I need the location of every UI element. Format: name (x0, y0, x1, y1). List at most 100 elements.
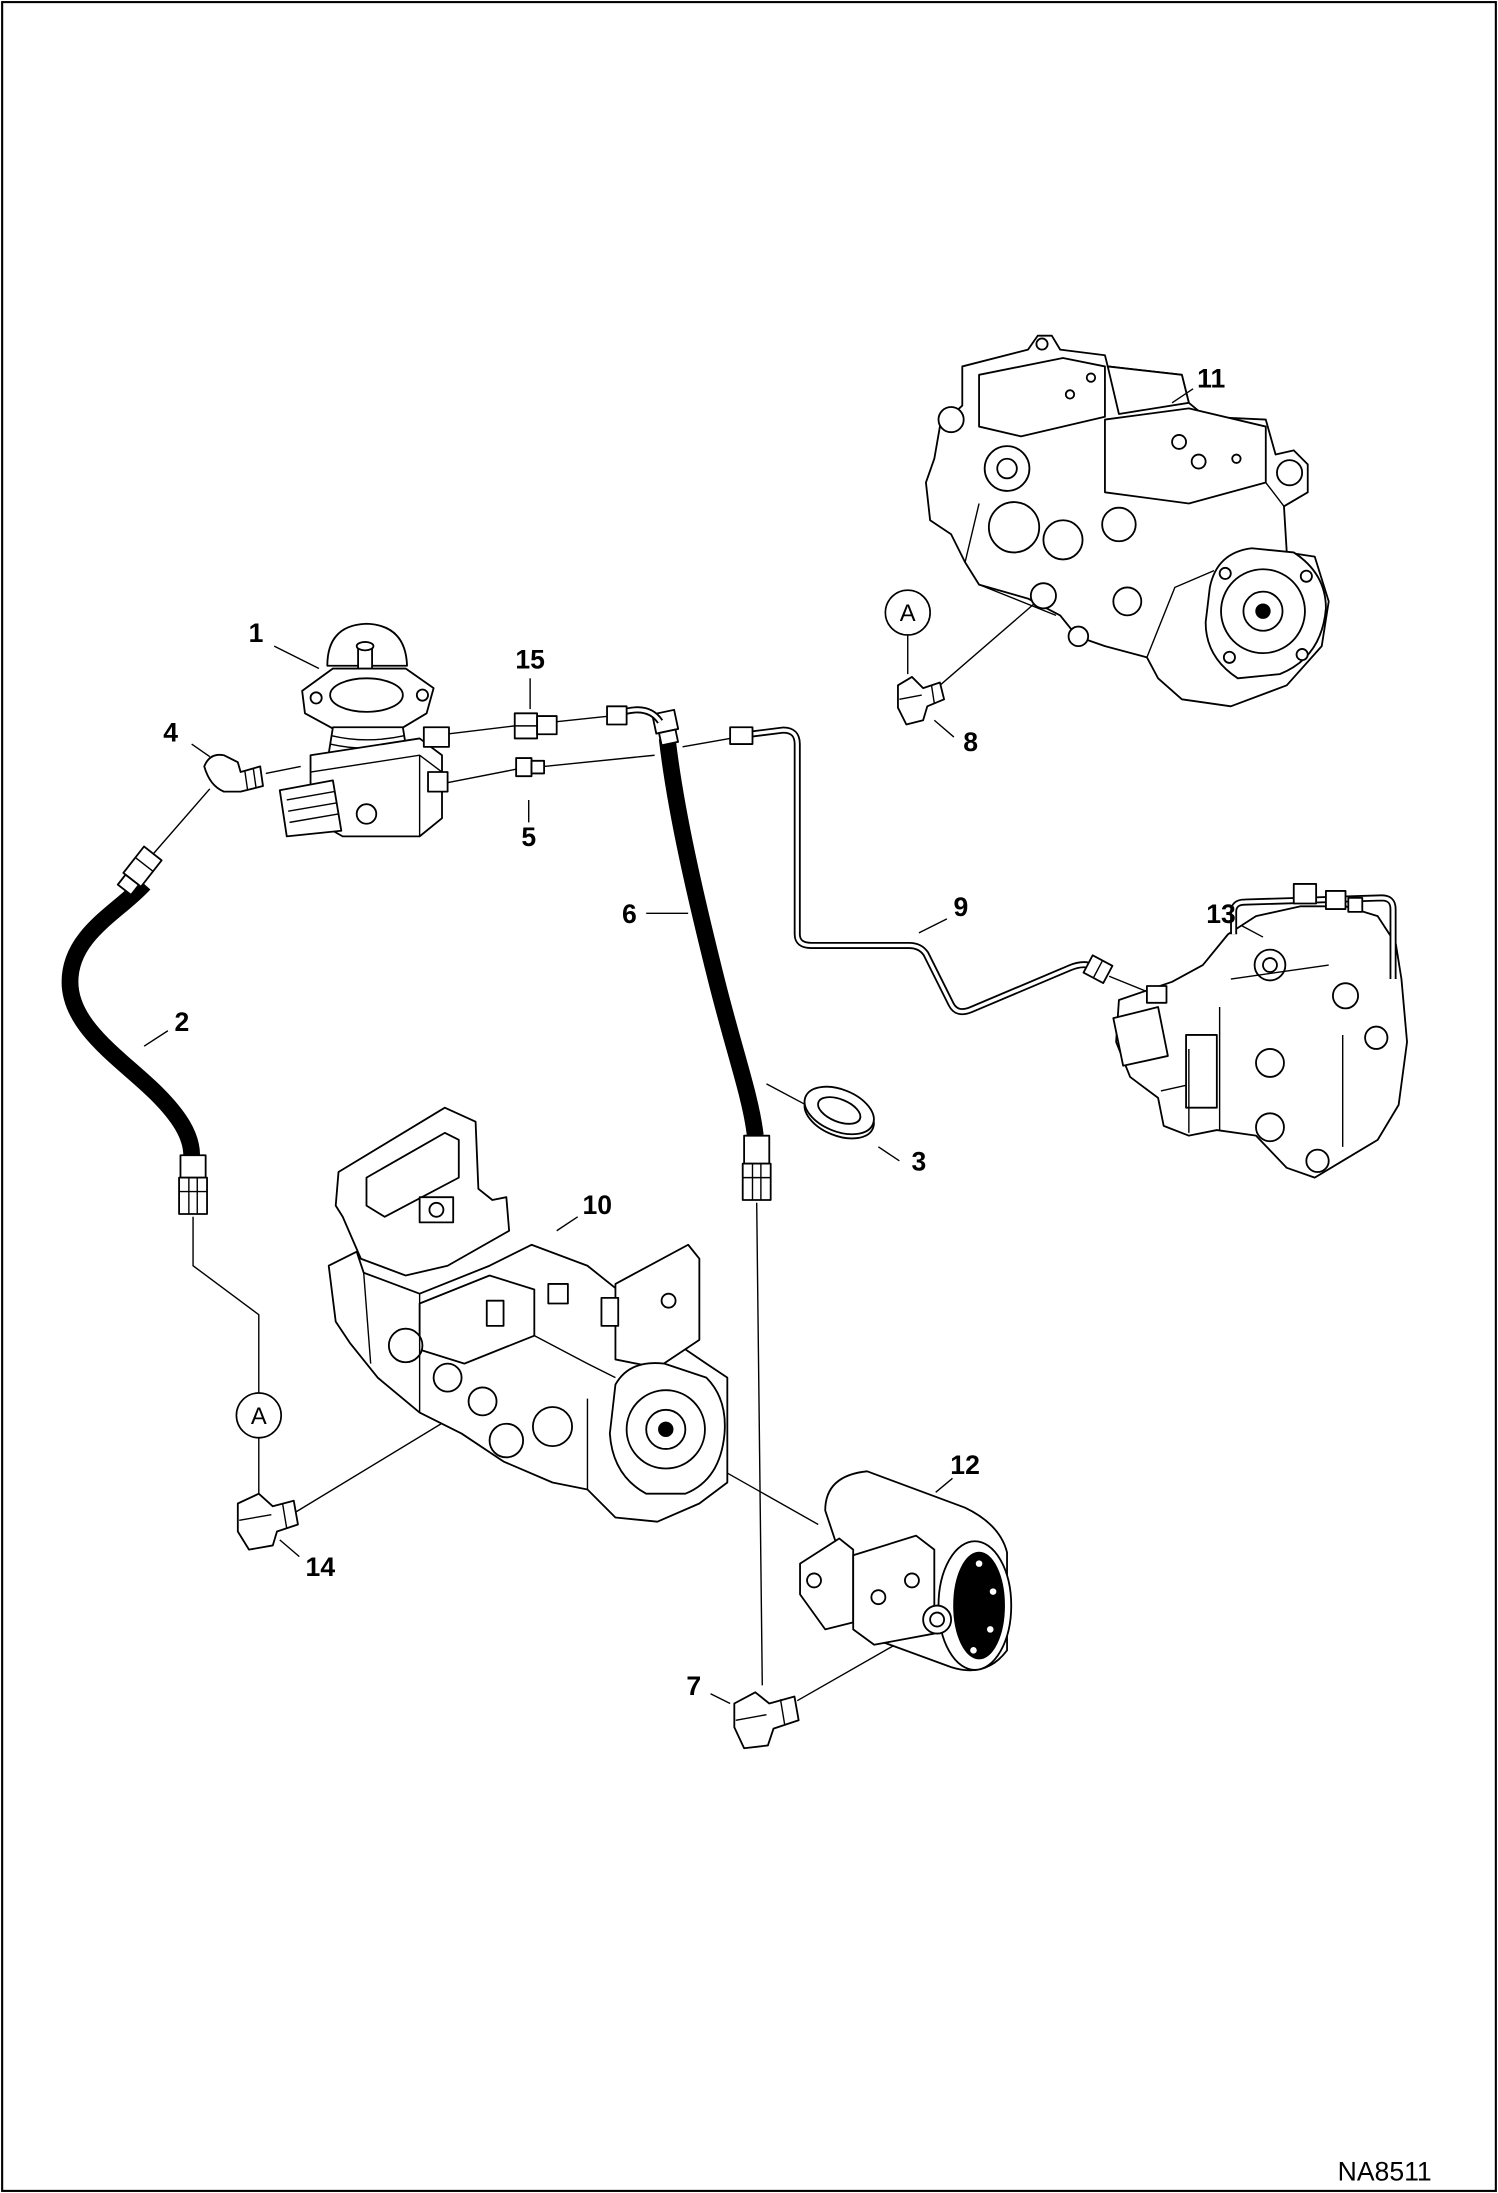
marker-a-text: A (251, 1403, 267, 1430)
connection-marker-a-upper: A (884, 589, 931, 636)
leader-11 (1171, 388, 1194, 404)
leader-8 (933, 719, 955, 738)
line-valve1-to-fitting5 (444, 768, 517, 784)
line-hose6-to-elbow7 (755, 1202, 763, 1686)
callout-4: 4 (163, 717, 178, 747)
leader-9 (918, 918, 948, 934)
pump-11-case-drain-port (1029, 582, 1057, 610)
pump-11-plug (987, 501, 1041, 554)
pump-11-port (1067, 625, 1090, 648)
pump-11-charge-block (1106, 365, 1190, 415)
elbow-7-body (733, 1691, 800, 1750)
valve-13-plug (1305, 1148, 1330, 1173)
valve-13-plug (1364, 1025, 1389, 1050)
pump-10-side-bracket (614, 1243, 701, 1369)
pump-11-shaft (1255, 603, 1271, 619)
pump-11-plug (1101, 506, 1137, 543)
elbow-14-hex-edge (239, 1503, 288, 1529)
pump-12-cap-bolt (968, 1645, 979, 1656)
valve-1-port (427, 771, 449, 793)
grommet-3-hole (817, 1096, 862, 1125)
hose-6-bottom-nut (741, 1162, 772, 1201)
pump-11-casting-line (964, 482, 1285, 658)
pump-11-flange-bolt (1299, 569, 1313, 583)
callout-10: 10 (582, 1190, 612, 1220)
valve-1-port (422, 726, 450, 748)
leader-2 (143, 1030, 169, 1047)
gear-pump-12 (799, 1470, 1013, 1672)
valve-1-plug (355, 803, 378, 825)
fitting-15 (513, 712, 558, 740)
pump-10-plug (432, 1362, 463, 1393)
pump-10-case-drain-port (467, 1386, 498, 1417)
figure-code: NA8511 (1338, 2156, 1432, 2186)
hose-2-bottom-nut (178, 1176, 208, 1215)
line-valve1-to-fitting15 (444, 725, 515, 735)
leader-13 (1241, 925, 1264, 938)
elbow-4-body (203, 753, 264, 793)
elbow-7-hex-edge (735, 1699, 786, 1725)
hydrostatic-pump-11 (925, 334, 1330, 708)
tube-to-hose-6 (606, 705, 664, 726)
fitting-15-nipple (536, 715, 558, 736)
pump-12-port-plate (852, 1534, 936, 1646)
valve-1-coil-ribs (286, 790, 339, 824)
hose-6-top-ferrule (658, 728, 679, 747)
pump-10-fitting-stem (547, 1283, 569, 1305)
valve-1-flange-hole (309, 691, 323, 705)
callout-15: 15 (515, 645, 545, 675)
pump-12-inlet-port-bore (929, 1611, 946, 1628)
pump-11-bolt (1035, 337, 1049, 351)
pump-10-plug (488, 1422, 525, 1459)
pump-12-cap-bolt (987, 1586, 999, 1597)
pump-10-bracket-tab (365, 1131, 460, 1218)
pump-11-plug (1042, 519, 1084, 561)
pump-10-fitting-stem (600, 1296, 620, 1327)
marker-a-text: A (900, 600, 916, 627)
callout-9: 9 (953, 892, 968, 922)
callout-1: 1 (249, 618, 264, 648)
elbow-fitting-7 (733, 1691, 800, 1750)
pump-12-cap-bolt (985, 1624, 996, 1635)
fitting-5 (515, 757, 546, 778)
leader-7 (710, 1693, 731, 1705)
valve-assembly-1 (278, 622, 450, 838)
valve-13-top-fitting (1292, 883, 1318, 905)
callout-8: 8 (963, 727, 978, 757)
elbow-fitting-8 (897, 676, 946, 726)
pump-11-knob-right (1276, 459, 1304, 487)
valve-13-top-fitting (1347, 896, 1364, 913)
pump-10-bracket-hole (428, 1201, 445, 1218)
callout-11: 11 (1197, 363, 1225, 393)
valve-1-flange-face (329, 677, 404, 713)
callout-5: 5 (521, 822, 536, 852)
hose-2-top-nut-edge (134, 856, 154, 872)
valve-13-plug (1255, 1048, 1285, 1078)
hose-6 (651, 708, 772, 1201)
elbow-8-hex-edge (899, 685, 936, 704)
hose-2 (61, 845, 208, 1215)
callout-6: 6 (622, 899, 637, 929)
tube-segment-inner (623, 708, 662, 723)
leader-14 (279, 1539, 300, 1558)
tube-nut (606, 705, 628, 726)
marker-a-circle (235, 1392, 283, 1439)
valve-13-plug (1255, 1112, 1285, 1143)
hose-6-bottom-ferrule (743, 1134, 771, 1165)
pump-11-flange-bolt (1295, 648, 1309, 662)
tube-9-outline (749, 726, 1089, 1016)
valve-1-flange-hole (415, 688, 429, 702)
line-elbow4-to-valve1 (265, 765, 301, 775)
pump-12-cap-bolt (973, 1558, 985, 1569)
elbow-fitting-4 (203, 753, 264, 793)
callout-labels: 1 15 4 5 6 9 13 2 3 10 11 8 14 12 7 (163, 363, 1236, 1701)
pump-12-mount-hole (806, 1572, 822, 1589)
tube-9-end-nut-edge (1092, 960, 1104, 979)
leader-10 (556, 1216, 579, 1232)
valve-1-body-edge (310, 754, 443, 837)
valve-1-knob (355, 641, 375, 652)
hose-6-line (658, 737, 764, 1137)
pump-11-control-block (1104, 407, 1267, 505)
valve-13-solenoid (1112, 1006, 1169, 1067)
